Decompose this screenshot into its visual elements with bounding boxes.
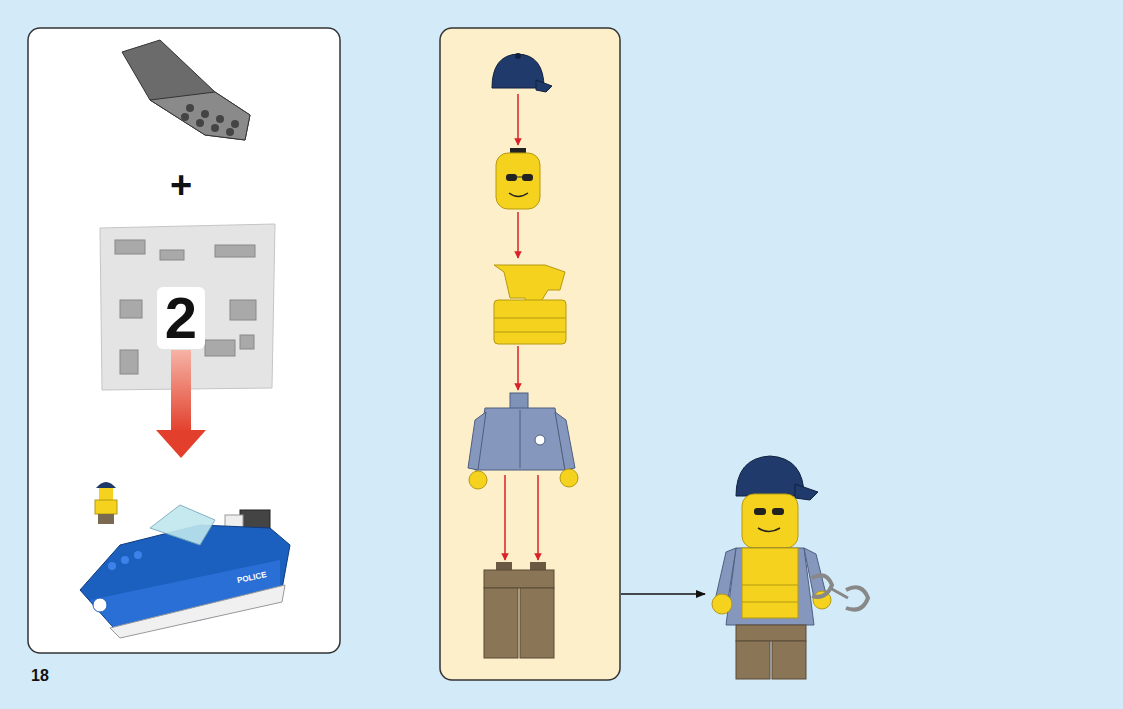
page-number: 18 (31, 668, 49, 684)
step-panel (28, 28, 340, 653)
small-minifig (95, 482, 117, 524)
cap (492, 53, 552, 92)
hull-piece (122, 40, 250, 140)
assembled-minifig (712, 456, 868, 679)
legs (484, 562, 554, 658)
bag-number: 2 (157, 287, 205, 349)
police-boat (80, 505, 290, 638)
boat-decal: POLICE (237, 571, 268, 585)
life-vest (494, 265, 566, 344)
torso (468, 393, 578, 489)
minifig-panel (440, 28, 620, 680)
plus-sign: + (170, 166, 192, 204)
head (496, 148, 540, 209)
add-arrow (156, 350, 206, 458)
